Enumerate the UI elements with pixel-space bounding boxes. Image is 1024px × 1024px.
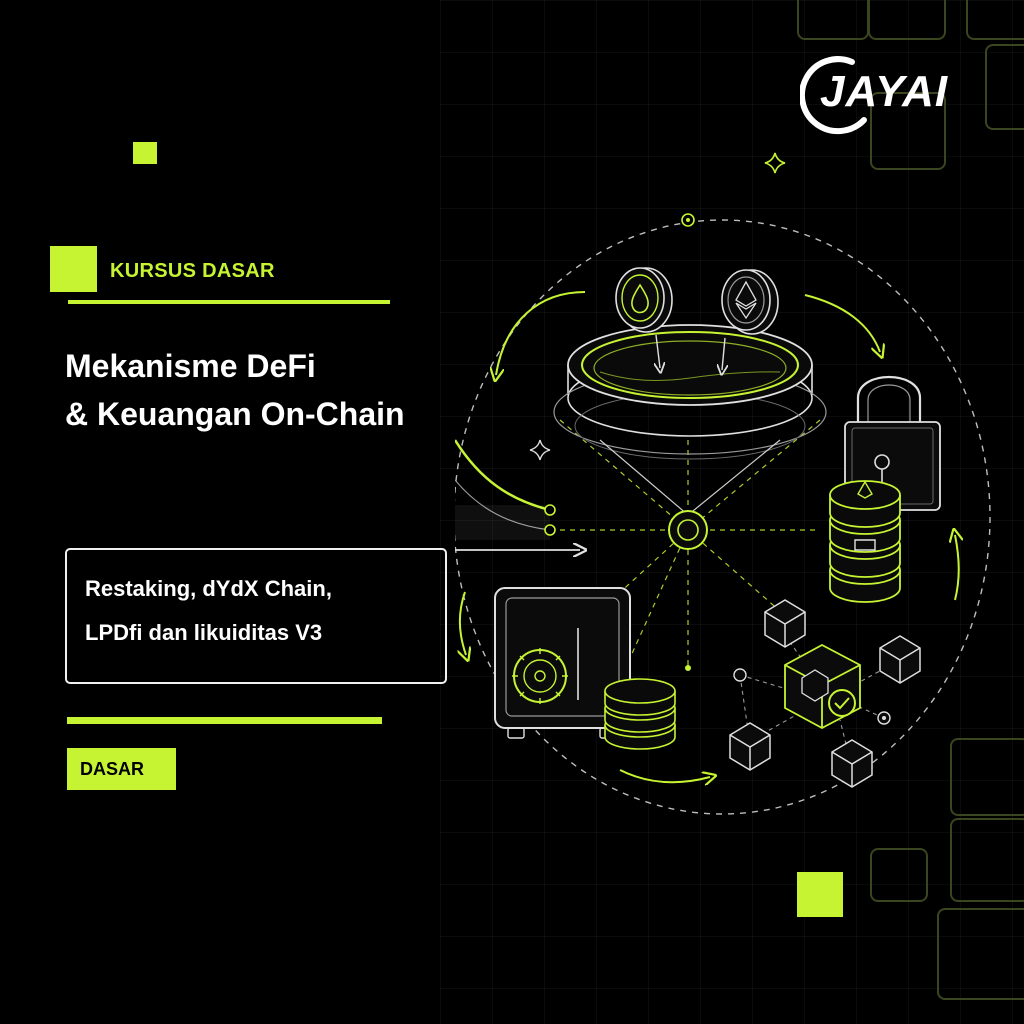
- course-title-line-1: Mekanisme DeFi: [65, 348, 316, 384]
- logo-text: JAYAI: [820, 67, 949, 116]
- logo-ring-icon: [800, 56, 867, 135]
- cube-network-icon: [729, 599, 921, 788]
- course-title-line-2: & Keuangan On-Chain: [65, 396, 405, 432]
- accent-square: [797, 872, 843, 917]
- orbit-node: [686, 218, 690, 222]
- deco-box: [870, 848, 928, 902]
- deco-box: [950, 818, 1024, 902]
- deco-box: [985, 44, 1024, 130]
- level-badge: DASAR: [67, 748, 176, 790]
- divider-line: [68, 300, 390, 304]
- funnel-icon: [553, 324, 827, 516]
- coin-stack-icon: [829, 480, 901, 603]
- deco-box: [870, 92, 946, 170]
- hub-node: [668, 510, 708, 550]
- safe-icon: [494, 587, 631, 739]
- deco-box: [950, 738, 1024, 816]
- dashed-orbit-ring: [455, 219, 991, 815]
- deco-box: [966, 0, 1024, 40]
- check-icon: [828, 689, 856, 717]
- brand-logo: JAYAI: [800, 50, 985, 140]
- flow-curves: [455, 439, 580, 550]
- deco-box: [868, 0, 946, 40]
- divider-line: [67, 717, 382, 724]
- topics-box: Restaking, dYdX Chain, LPDfi dan likuidi…: [65, 548, 447, 684]
- coin-stack-icon: [604, 678, 676, 750]
- course-category: KURSUS DASAR: [110, 260, 275, 282]
- orbit-node: [685, 665, 691, 671]
- ethereum-coin-icon: [722, 269, 779, 370]
- drop-coin-icon: [615, 267, 673, 368]
- sparkle-icon: [529, 439, 551, 461]
- accent-square: [133, 142, 157, 164]
- level-badge-label: DASAR: [80, 759, 145, 779]
- sparkle-icon: [764, 152, 786, 174]
- cycle-arrows: [460, 291, 959, 782]
- deco-box: [937, 908, 1024, 1000]
- category-marker-square: [50, 246, 97, 292]
- topics-line-1: Restaking, dYdX Chain,: [85, 576, 332, 601]
- topics-line-2: LPDfi dan likuiditas V3: [85, 620, 323, 645]
